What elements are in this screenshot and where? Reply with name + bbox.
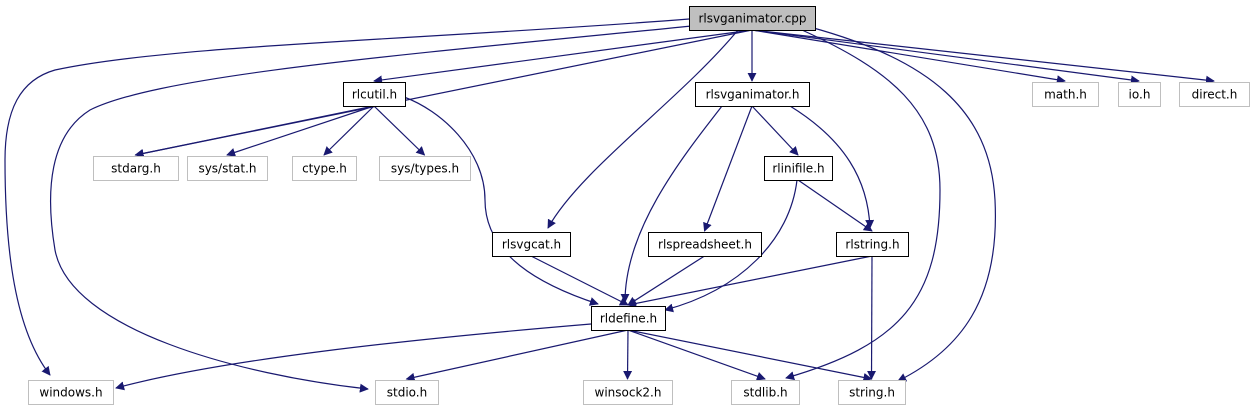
node-label: math.h bbox=[1044, 88, 1087, 102]
edge-rlcutil-h-to-sys-stat-h bbox=[226, 105, 375, 157]
edge-rlsvganimator-h-to-rlstring-h bbox=[789, 105, 875, 229]
node-box bbox=[187, 156, 268, 181]
node-io-h: io.h bbox=[1118, 82, 1161, 107]
edge-rlsvganimator-cpp-to-windows-h bbox=[4, 18, 690, 376]
node-rlstring-h[interactable]: rlstring.h bbox=[836, 232, 909, 257]
edge-rlcutil-h-to-stdarg-h bbox=[134, 105, 375, 158]
node-box bbox=[1032, 82, 1099, 107]
node-label: rlspreadsheet.h bbox=[658, 238, 752, 252]
node-label: string.h bbox=[849, 386, 895, 400]
node-rlsvganimator-h[interactable]: rlsvganimator.h bbox=[695, 82, 810, 107]
edge-rlsvganimator-cpp-to-math-h bbox=[751, 29, 1066, 85]
node-label: windows.h bbox=[39, 386, 102, 400]
node-box bbox=[379, 156, 471, 181]
node-box bbox=[838, 380, 906, 405]
node-sys-types-h: sys/types.h bbox=[379, 156, 471, 181]
node-label: stdarg.h bbox=[111, 162, 161, 176]
node-box bbox=[836, 232, 909, 257]
node-label: rlsvganimator.cpp bbox=[698, 12, 806, 26]
node-string-h: string.h bbox=[838, 380, 906, 405]
node-box bbox=[28, 380, 114, 405]
node-rlsvganimator-cpp[interactable]: rlsvganimator.cpp bbox=[689, 6, 816, 31]
node-rlspreadsheet-h[interactable]: rlspreadsheet.h bbox=[648, 232, 762, 257]
node-box bbox=[93, 156, 179, 181]
node-label: sys/types.h bbox=[391, 162, 459, 176]
node-label: ctype.h bbox=[302, 162, 347, 176]
edges-layer bbox=[4, 18, 1215, 393]
edge-rlsvganimator-cpp-to-rlsvgcat-h bbox=[547, 29, 739, 229]
edge-rlcutil-h-to-sys-types-h bbox=[373, 105, 426, 156]
edge-rlsvgcat-h-to-rldefine-h bbox=[530, 255, 629, 306]
node-rlinifile-h[interactable]: rlinifile.h bbox=[764, 156, 833, 181]
edge-rlcutil-h-to-rldefine-h bbox=[403, 96, 599, 306]
edge-rlsvganimator-cpp-to-io-h bbox=[751, 29, 1140, 85]
node-box bbox=[648, 232, 762, 257]
node-stdlib-h: stdlib.h bbox=[731, 380, 800, 405]
node-box bbox=[375, 380, 439, 405]
node-label: rlinifile.h bbox=[772, 162, 824, 176]
node-stdio-h: stdio.h bbox=[375, 380, 439, 405]
node-label: rlcutil.h bbox=[352, 88, 397, 102]
edge-rlstring-h-to-rldefine-h bbox=[627, 255, 873, 308]
node-label: direct.h bbox=[1192, 88, 1238, 102]
edge-rldefine-h-to-winsock2-h bbox=[623, 329, 633, 380]
edge-rlsvganimator-cpp-to-rlcutil-h bbox=[373, 29, 753, 85]
node-label: rlsvgcat.h bbox=[502, 238, 561, 252]
node-ctype-h: ctype.h bbox=[292, 156, 357, 181]
edge-rldefine-h-to-stdlib-h bbox=[627, 329, 766, 381]
node-label: sys/stat.h bbox=[198, 162, 256, 176]
node-stdarg-h: stdarg.h bbox=[93, 156, 179, 181]
edge-rlsvganimator-cpp-to-stdlib-h bbox=[785, 29, 941, 381]
edge-rlinifile-h-to-rldefine-h bbox=[664, 179, 798, 313]
node-math-h: math.h bbox=[1032, 82, 1099, 107]
node-box bbox=[343, 82, 406, 107]
edge-rlsvganimator-cpp-to-direct-h bbox=[751, 29, 1215, 85]
node-box bbox=[764, 156, 833, 181]
node-label: rlsvganimator.h bbox=[706, 88, 800, 102]
edge-rlstring-h-to-string-h bbox=[867, 255, 877, 380]
edge-rldefine-h-to-stdio-h bbox=[405, 329, 629, 382]
node-label: io.h bbox=[1129, 88, 1151, 102]
node-sys-stat-h: sys/stat.h bbox=[187, 156, 268, 181]
node-box bbox=[689, 6, 816, 31]
node-label: stdio.h bbox=[387, 386, 427, 400]
nodes-layer: rlsvganimator.cpp rlcutil.h rlsvganimator.… bbox=[28, 6, 1250, 405]
node-direct-h: direct.h bbox=[1179, 82, 1250, 107]
node-label: rldefine.h bbox=[600, 312, 657, 326]
node-box bbox=[1179, 82, 1250, 107]
node-box bbox=[292, 156, 357, 181]
node-rlsvgcat-h[interactable]: rlsvgcat.h bbox=[492, 232, 571, 257]
node-box bbox=[695, 82, 810, 107]
edge-rlsvganimator-h-to-rldefine-h bbox=[620, 105, 723, 303]
node-box bbox=[731, 380, 800, 405]
edge-rlsvganimator-h-to-rlinifile-h bbox=[751, 105, 799, 156]
edge-rldefine-h-to-windows-h bbox=[115, 323, 592, 391]
node-box bbox=[583, 380, 673, 405]
edge-rldefine-h-to-string-h bbox=[627, 329, 873, 382]
edge-rlsvganimator-h-to-rlspreadsheet-h bbox=[703, 105, 753, 232]
node-rlcutil-h[interactable]: rlcutil.h bbox=[343, 82, 406, 107]
edge-rlspreadsheet-h-to-rldefine-h bbox=[627, 255, 705, 306]
node-label: winsock2.h bbox=[595, 386, 662, 400]
edge-rlsvganimator-cpp-to-stdio-h bbox=[50, 25, 693, 393]
node-box bbox=[591, 306, 666, 331]
node-windows-h: windows.h bbox=[28, 380, 114, 405]
edge-rlinifile-h-to-rlstring-h bbox=[797, 179, 873, 232]
node-label: rlstring.h bbox=[845, 238, 899, 252]
edge-rlcutil-h-to-ctype-h bbox=[323, 105, 375, 156]
node-label: stdlib.h bbox=[743, 386, 787, 400]
node-rldefine-h[interactable]: rldefine.h bbox=[591, 306, 666, 331]
edge-rlsvganimator-cpp-to-string-h bbox=[809, 26, 997, 382]
node-box bbox=[492, 232, 571, 257]
node-winsock2-h: winsock2.h bbox=[583, 380, 673, 405]
node-box bbox=[1118, 82, 1161, 107]
